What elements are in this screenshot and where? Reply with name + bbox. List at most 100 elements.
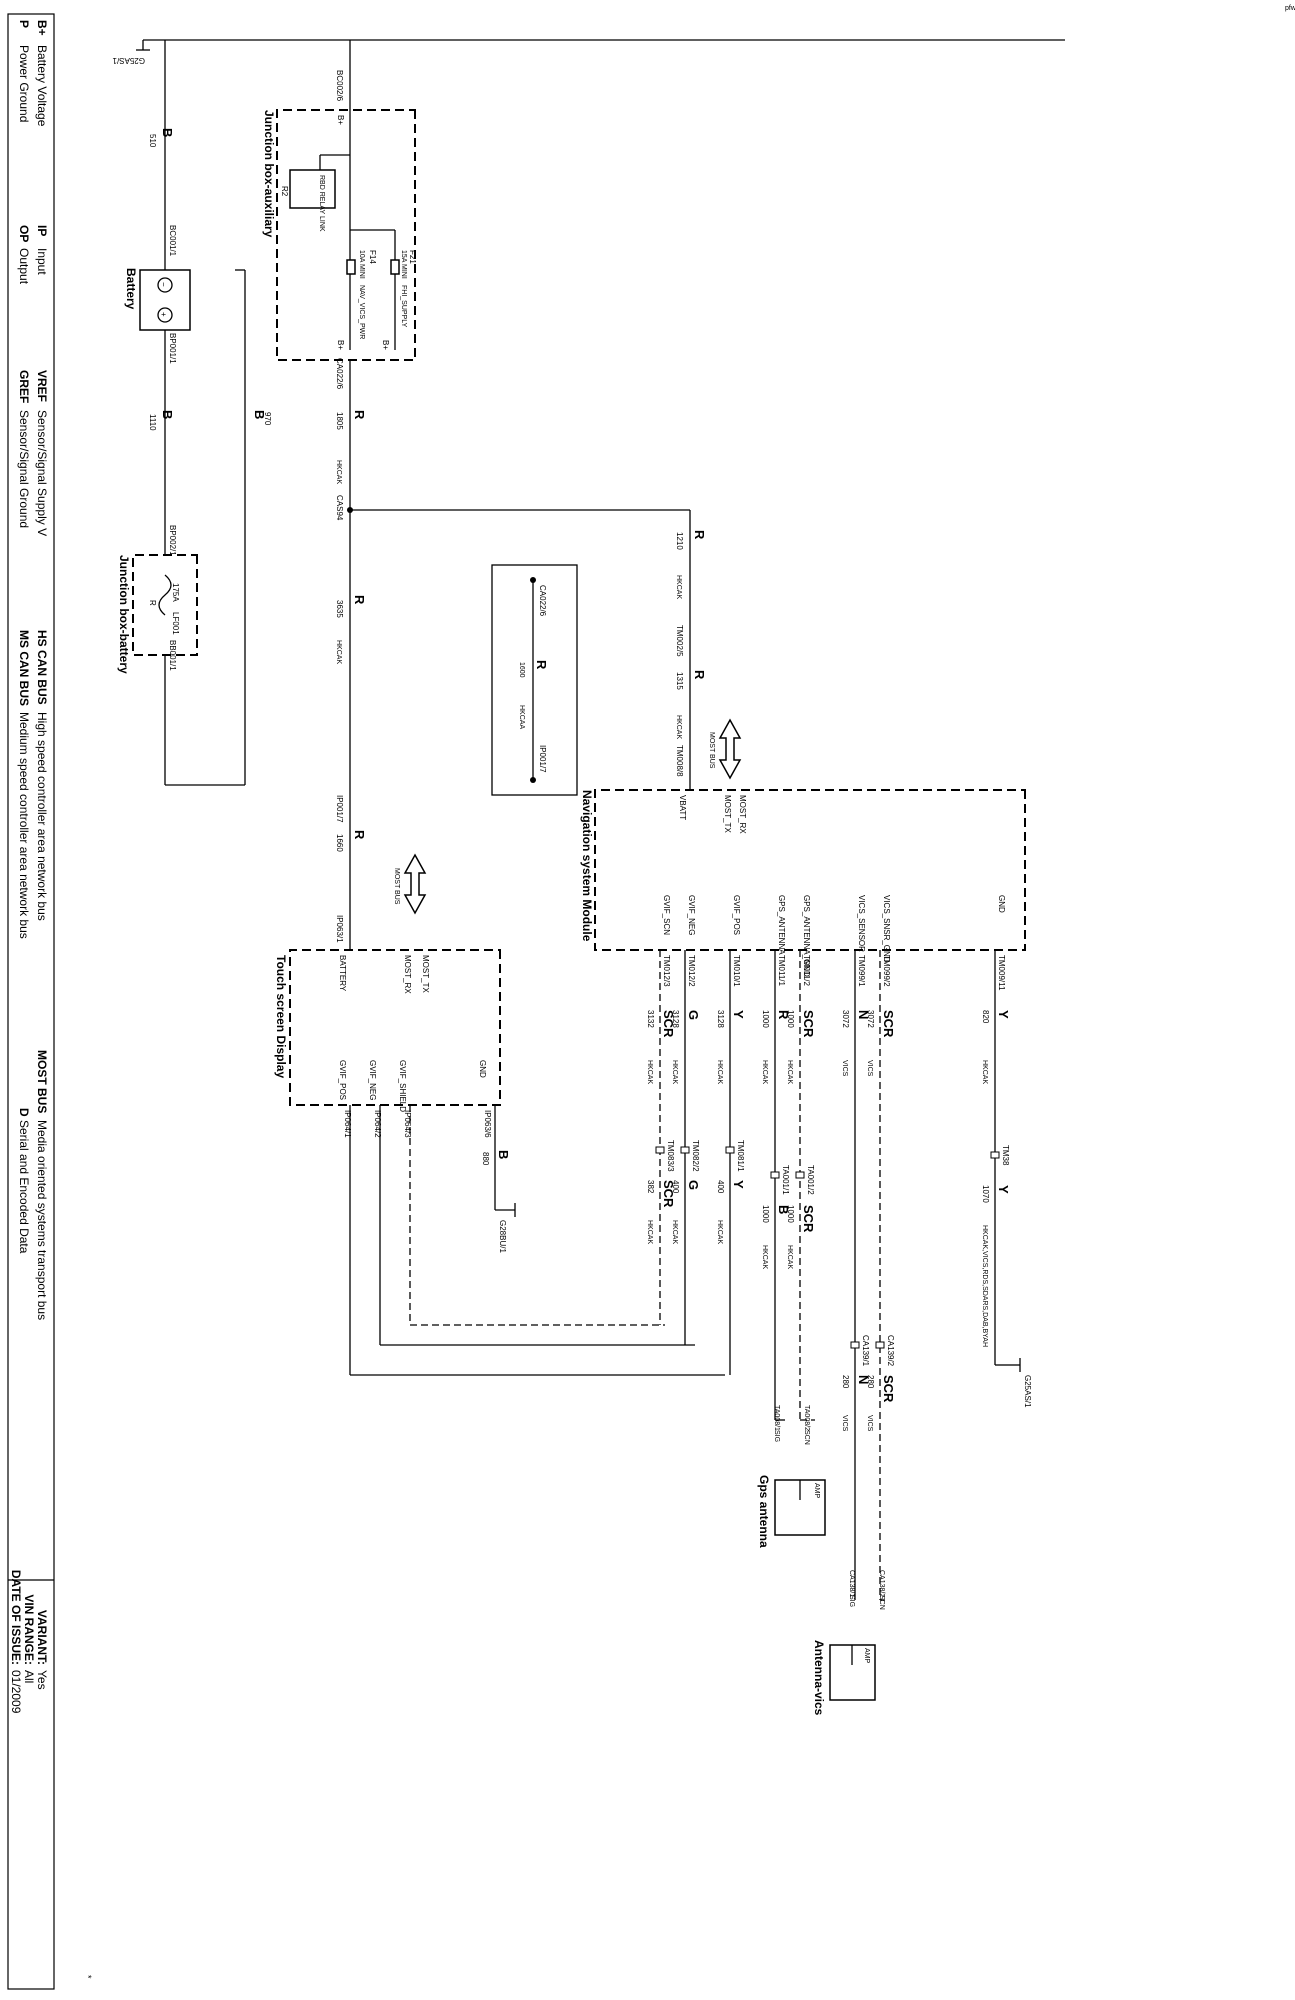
touch-gnd: GND (478, 1060, 487, 1078)
wire-1805-circuit: HKCAK (335, 460, 342, 484)
legend-abbr: B+ (35, 20, 49, 36)
wire-1210-color: R (692, 530, 707, 540)
vics-amp: AMP (863, 1648, 870, 1664)
touch-conn-shield: IP064/3 (403, 1110, 412, 1138)
touch-battery-conn: IP063/1 (335, 915, 344, 943)
legend-abbr: IP (35, 225, 49, 236)
relay-title: RBD RELAY LINK (318, 175, 325, 232)
nav-wire-id2: 1000 (761, 1205, 770, 1223)
tm002-conn: TM002/5 (675, 625, 684, 657)
legend-text: Battery Voltage (35, 45, 49, 127)
touch-gvif-neg: GVIF_NEG (368, 1060, 377, 1100)
wire-3635-id: 3635 (335, 600, 344, 618)
vics-sig: SIG (848, 1595, 855, 1607)
jb-aux-out1: B+ (336, 340, 345, 350)
wire-1315-color: R (692, 670, 707, 680)
wire-1210-id: 1210 (675, 532, 684, 550)
jb-batt-fuse-id: LF001 (171, 612, 180, 635)
nav-mid-conn: TM38 (1001, 1145, 1010, 1166)
nav-wire-color: N (856, 1010, 871, 1019)
wire-3635-circuit: HKCAK (335, 640, 342, 664)
inline-connector (725, 1146, 735, 1154)
fuse-f14-rating: 10A MINI (358, 250, 365, 279)
nav-wire-color2: SCR (881, 1375, 896, 1403)
nav-vbatt-conn: TM008/8 (675, 745, 684, 777)
nav-pin-label: GVIF_NEG (687, 895, 696, 935)
ca022-circuit: HKCAA (518, 705, 525, 729)
legend-abbr: MS CAN BUS (17, 630, 31, 706)
nav-wire-color2: Y (996, 1185, 1011, 1194)
wire-1660-color: R (352, 830, 367, 840)
nav-most-tx: MOST_TX (723, 795, 732, 833)
nav-wire-color2: N (856, 1375, 871, 1384)
touch-most-tx: MOST_TX (421, 955, 430, 993)
nav-wire-id: 1000 (761, 1010, 770, 1028)
nav-pin-conn: TM011/1 (777, 955, 786, 987)
nav-pin-label: VICS_SENSOR (857, 895, 866, 952)
legend-abbr: HS CAN BUS (35, 630, 49, 705)
nav-wire-id: 3072 (841, 1010, 850, 1028)
nav-wire-id2: 1000 (786, 1205, 795, 1223)
nav-wire-id: 3128 (671, 1010, 680, 1028)
nav-wire-color2: SCR (801, 1205, 816, 1233)
ca022-color: R (534, 660, 549, 670)
nav-pin-label: GVIF_SCN (662, 895, 671, 935)
legend-text: Media oriented systems transport bus (35, 1120, 49, 1320)
nav-wire-circuit2: HKCAK (716, 1220, 723, 1244)
legend-text: Sensor/Signal Supply V (35, 410, 49, 536)
jb-batt-fuse-rating: 175A (171, 583, 180, 602)
fuse-f21-rating: 15A MINI (400, 250, 407, 279)
touch-display-title: Touch screen Display (274, 955, 288, 1078)
inline-connector (680, 1146, 690, 1154)
vin-label: VIN RANGE: (22, 1594, 36, 1665)
nav-wire-color: R (776, 1010, 791, 1020)
battery-plus-sign: + (159, 312, 168, 317)
wire-1210-circuit: HKCAK (675, 575, 682, 599)
jb-batt-pin-in: BP002/1 (168, 525, 177, 556)
legend: B+ Battery Voltage P Power Ground IP Inp… (9, 20, 49, 1714)
legend-text: High speed controller area network bus (35, 712, 49, 921)
gps-sig: SIG (773, 1430, 780, 1442)
jb-battery-box (132, 554, 198, 656)
nav-wire-id: 3132 (646, 1010, 655, 1028)
touch-display-box[interactable] (289, 949, 501, 1106)
ca022-pin-right: IP001/7 (538, 745, 547, 773)
wire-1110-color: B (160, 410, 175, 419)
wire-1110-id: 1110 (148, 414, 157, 431)
wire-970-id: 970 (263, 412, 272, 426)
battery-box (139, 269, 191, 331)
nav-pin-conn: TM099/2 (882, 955, 891, 987)
battery-pos-pin: BP001/1 (168, 333, 177, 364)
nav-pin-conn: TM099/1 (857, 955, 866, 987)
wire-3635-color: R (352, 595, 367, 605)
wire-880-color: B (496, 1150, 511, 1159)
fuse-f21-name: F21 (408, 250, 417, 264)
fuse-f14 (346, 259, 356, 275)
nav-wire-circuit: HKCAK (786, 1060, 793, 1084)
vin-value: All (22, 1670, 36, 1683)
nav-wire-id2: 280 (866, 1375, 875, 1389)
jb-aux-title: Junction box-auxiliary (262, 110, 276, 238)
inline-connector (770, 1171, 780, 1179)
document-code: pfwrdc7af7k-aa (1285, 5, 1295, 12)
nav-pin-label: VICS_SNSR_GND (882, 895, 891, 963)
touch-conn-gnd: IP063/6 (483, 1110, 492, 1138)
legend-abbr: P (17, 20, 31, 28)
nav-mid-conn: TM082/2 (691, 1140, 700, 1172)
nav-wire-circuit2: HKCAK (646, 1220, 653, 1244)
wire-1315-circuit: HKCAK (675, 715, 682, 739)
nav-module-title: Navigation system Module (580, 790, 594, 942)
legend-text: Sensor/Signal Ground (17, 410, 31, 528)
inline-connector (655, 1146, 665, 1154)
gps-scn: SCN (803, 1430, 810, 1445)
nav-pin-conn: TM009/11 (997, 955, 1006, 991)
fuse-f14-signal: NAV_VICS_PWR (358, 285, 365, 339)
legend-abbr: GREF (17, 370, 31, 403)
nav-pin-conn: TM010/1 (732, 955, 741, 987)
fuse-f14-name: F14 (368, 250, 377, 264)
battery-neg-pin: BC001/1 (168, 225, 177, 257)
date-label: DATE OF ISSUE: (9, 1570, 23, 1665)
legend-abbr: OP (17, 225, 31, 242)
